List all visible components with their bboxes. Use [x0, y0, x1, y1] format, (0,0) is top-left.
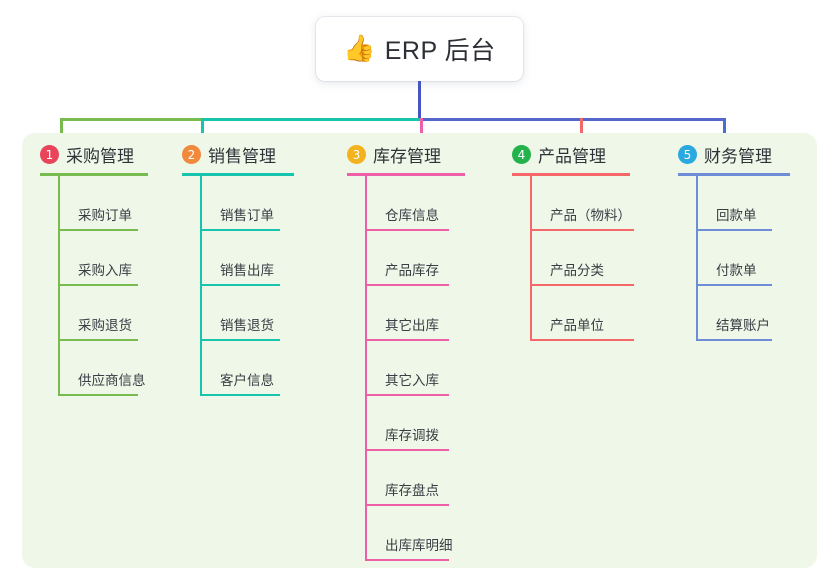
column-title: 库存管理 — [373, 147, 441, 166]
connector-bus-indigo — [420, 118, 725, 121]
module-item-label: 销售退货 — [220, 318, 274, 333]
column-header-5[interactable]: 5 财务管理 — [678, 142, 772, 167]
column-spine — [696, 173, 698, 341]
column-header-3[interactable]: 3 库存管理 — [347, 142, 441, 167]
module-item-rule — [200, 394, 280, 396]
module-item-label: 付款单 — [716, 263, 757, 278]
module-item-label: 客户信息 — [220, 373, 274, 388]
module-item-label: 销售出库 — [220, 263, 274, 278]
module-item-label: 产品库存 — [385, 263, 439, 278]
module-item-label: 结算账户 — [716, 318, 770, 333]
connector-bus-teal — [201, 118, 420, 121]
connector-root-stem — [418, 81, 421, 121]
column-header-rule — [512, 173, 630, 176]
root-node[interactable]: 👍 ERP 后台 — [316, 17, 523, 81]
module-item[interactable]: 采购订单 — [58, 191, 138, 231]
module-item-rule — [530, 284, 634, 286]
column-badge-number: 4 — [512, 145, 531, 164]
module-item[interactable]: 库存盘点 — [365, 466, 449, 506]
column-badge-number: 5 — [678, 145, 697, 164]
column-header-1[interactable]: 1 采购管理 — [40, 142, 134, 167]
module-item-label: 仓库信息 — [385, 208, 439, 223]
column-title: 产品管理 — [538, 147, 606, 166]
connector-bus-green — [60, 118, 201, 121]
module-item[interactable]: 出库库明细 — [365, 521, 453, 561]
column-badge-number: 2 — [182, 145, 201, 164]
column-header-rule — [347, 173, 465, 176]
module-item-rule — [200, 339, 280, 341]
module-item-rule — [696, 229, 772, 231]
module-item[interactable]: 产品库存 — [365, 246, 449, 286]
column-badge-number: 1 — [40, 145, 59, 164]
module-item[interactable]: 产品分类 — [530, 246, 634, 286]
thumbs-up-icon: 👍 — [343, 34, 376, 64]
module-item-label: 采购订单 — [78, 208, 132, 223]
column-spine — [365, 173, 367, 561]
column-badge-number: 3 — [347, 145, 366, 164]
module-item-label: 采购入库 — [78, 263, 132, 278]
modules-panel: 1 采购管理采购订单采购入库采购退货供应商信息 2 销售管理销售订单销售出库销售退货客… — [22, 133, 817, 568]
module-item-rule — [58, 339, 138, 341]
module-item-rule — [365, 229, 449, 231]
module-item-rule — [200, 284, 280, 286]
root-title: ERP 后台 — [384, 37, 496, 65]
module-item-rule — [58, 284, 138, 286]
module-item-rule — [58, 394, 138, 396]
column-header-4[interactable]: 4 产品管理 — [512, 142, 606, 167]
module-item-rule — [200, 229, 280, 231]
column-title: 销售管理 — [208, 147, 276, 166]
module-item[interactable]: 回款单 — [696, 191, 772, 231]
module-item[interactable]: 供应商信息 — [58, 356, 146, 396]
column-header-rule — [40, 173, 148, 176]
module-item[interactable]: 采购退货 — [58, 301, 138, 341]
module-item-rule — [530, 229, 634, 231]
column-header-rule — [182, 173, 294, 176]
column-title: 采购管理 — [66, 147, 134, 166]
module-item[interactable]: 其它入库 — [365, 356, 449, 396]
module-item-label: 供应商信息 — [78, 373, 146, 388]
module-item-rule — [365, 504, 449, 506]
module-item-label: 销售订单 — [220, 208, 274, 223]
column-header-rule — [678, 173, 790, 176]
module-item-rule — [530, 339, 634, 341]
column-spine — [530, 173, 532, 341]
module-item-label: 采购退货 — [78, 318, 132, 333]
module-item-label: 其它入库 — [385, 373, 439, 388]
module-item-rule — [365, 339, 449, 341]
module-item[interactable]: 采购入库 — [58, 246, 138, 286]
module-item-label: 库存调拨 — [385, 428, 439, 443]
module-item[interactable]: 销售退货 — [200, 301, 280, 341]
module-item-rule — [58, 229, 138, 231]
module-item[interactable]: 仓库信息 — [365, 191, 449, 231]
module-item-rule — [696, 284, 772, 286]
module-item[interactable]: 其它出库 — [365, 301, 449, 341]
module-item-label: 库存盘点 — [385, 483, 439, 498]
module-item[interactable]: 客户信息 — [200, 356, 280, 396]
module-item[interactable]: 销售出库 — [200, 246, 280, 286]
module-item-rule — [365, 284, 449, 286]
module-item-label: 产品单位 — [550, 318, 604, 333]
module-item[interactable]: 产品（物料） — [530, 191, 634, 231]
module-item-label: 其它出库 — [385, 318, 439, 333]
module-item-rule — [365, 394, 449, 396]
module-item[interactable]: 结算账户 — [696, 301, 772, 341]
module-item[interactable]: 销售订单 — [200, 191, 280, 231]
module-item-rule — [696, 339, 772, 341]
module-item-label: 回款单 — [716, 208, 757, 223]
module-item[interactable]: 库存调拨 — [365, 411, 449, 451]
module-item-rule — [365, 559, 449, 561]
module-item-rule — [365, 449, 449, 451]
column-title: 财务管理 — [704, 147, 772, 166]
column-header-2[interactable]: 2 销售管理 — [182, 142, 276, 167]
module-item[interactable]: 产品单位 — [530, 301, 634, 341]
module-item-label: 出库库明细 — [385, 538, 453, 553]
module-item[interactable]: 付款单 — [696, 246, 772, 286]
module-item-label: 产品分类 — [550, 263, 604, 278]
module-item-label: 产品（物料） — [550, 208, 631, 223]
